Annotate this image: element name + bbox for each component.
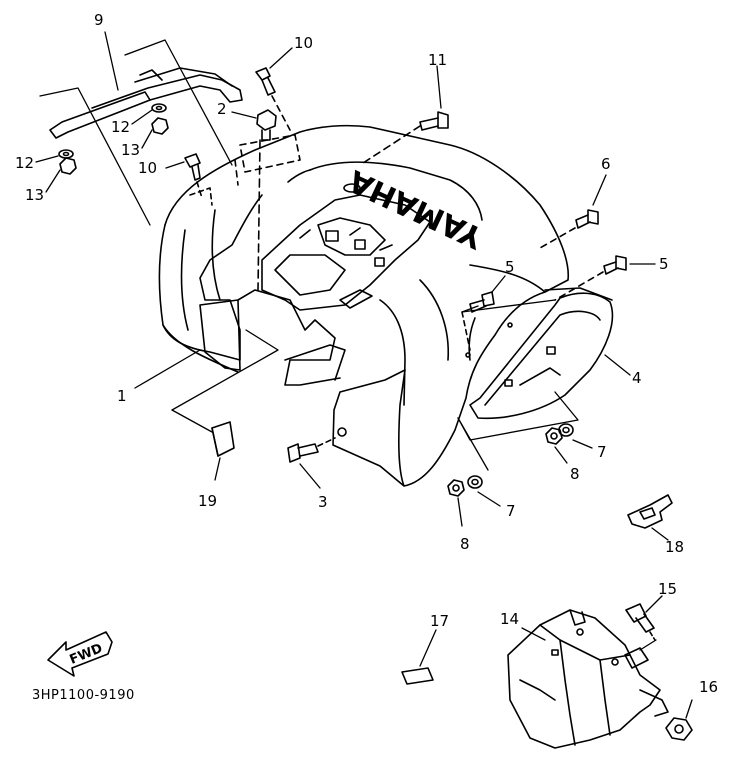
brace-part	[50, 68, 242, 138]
bolt-10-left	[185, 154, 202, 198]
washer-12-upper	[152, 104, 166, 112]
callout-13a: 13	[121, 141, 141, 159]
washer-12-lower	[59, 150, 73, 158]
callout-14: 14	[500, 610, 520, 628]
mud-flap-part	[212, 422, 234, 456]
callout-12a: 12	[111, 118, 131, 136]
callout-19: 19	[198, 492, 218, 510]
callout-18: 18	[665, 538, 685, 556]
callout-1: 1	[117, 387, 127, 405]
nut-16	[666, 718, 692, 740]
washer-7-lower	[468, 476, 482, 488]
tool-box-part	[508, 610, 668, 748]
bolt-15	[626, 604, 655, 640]
callout-8a: 8	[570, 465, 580, 483]
nut-8-lower	[448, 480, 464, 496]
callout-12b: 12	[15, 154, 35, 172]
callout-15: 15	[658, 580, 678, 598]
callout-8b: 8	[460, 535, 470, 553]
leader-lines	[36, 32, 692, 718]
bolt-10-top	[256, 68, 290, 130]
bolt-5-left	[462, 292, 494, 350]
callout-6: 6	[601, 155, 611, 173]
callout-2: 2	[217, 100, 227, 118]
rear-flap-part	[470, 288, 612, 418]
callout-13b: 13	[25, 186, 45, 204]
nut-8-right	[546, 428, 562, 444]
bolt-11	[360, 112, 448, 165]
callout-7a: 7	[597, 443, 607, 461]
rear-fender-part	[159, 126, 568, 486]
bolt-6	[540, 210, 598, 248]
callout-5b: 5	[659, 255, 669, 273]
pad-17	[402, 668, 433, 684]
bolt-3	[288, 428, 346, 462]
bolt-5-right	[555, 256, 626, 300]
callout-17: 17	[430, 612, 450, 630]
part-code-label: 3HP1100-9190	[32, 688, 135, 703]
callout-5a: 5	[505, 258, 515, 276]
clip-18	[628, 495, 672, 528]
callout-10a: 10	[294, 34, 314, 52]
callout-3: 3	[318, 493, 328, 511]
nut-13-lower	[60, 158, 76, 174]
callout-9: 9	[94, 11, 104, 29]
callout-7b: 7	[506, 502, 516, 520]
callout-11: 11	[428, 51, 448, 69]
callout-4: 4	[632, 369, 642, 387]
fwd-label: FWD	[68, 641, 105, 668]
callout-16: 16	[699, 678, 719, 696]
callout-10b: 10	[138, 159, 158, 177]
bolt-2	[257, 110, 276, 290]
nut-13-upper	[152, 118, 168, 134]
fwd-arrow-icon: FWD	[48, 632, 112, 676]
